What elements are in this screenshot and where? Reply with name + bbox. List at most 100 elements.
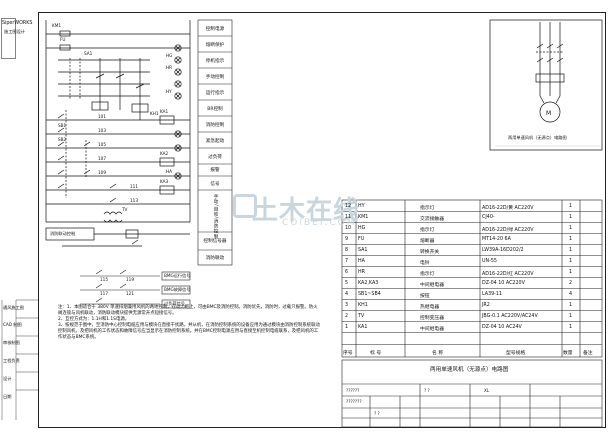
title-mark: XL [484,388,490,393]
bom-cell-name: 指示灯 [420,205,435,211]
component-label: SB2 [58,137,67,142]
indicator-lamps [174,44,182,180]
function-label: 控制信号器 [203,239,227,244]
bom-cell-qty: 1 [569,247,573,253]
component-label: KA3 [160,179,169,184]
bom-cell-name: 控制变压器 [420,315,444,321]
function-label: 消防控制 [205,123,225,128]
wire-number: 111 [130,184,138,189]
title-mark: ?????? [346,388,360,393]
margin-label: 审核制图 [3,340,20,345]
bom-cell-no: 8 [345,247,349,253]
bom-header: 备注 [583,351,593,356]
component-label: KM1 [52,23,62,28]
bom-cell-code: TV [358,313,365,319]
bom-cell-spec: AD16-22D/红 AC220V [482,271,534,277]
component-label: SB1 [58,123,67,128]
terminal-label: BMG运行信号 [164,273,191,278]
wire-number: 113 [130,198,138,203]
bom-cell-name: 指示灯 [420,271,435,277]
motor-symbol: M [546,110,551,117]
margin-label: 日期 [3,394,12,399]
fire-linkage-label: 消防联动控制 [50,231,76,236]
bom-cell-code: KA2,KA3 [358,280,379,286]
wire-number: 107 [98,156,106,161]
bom-table-grid [341,199,603,358]
bom-cell-no: 2 [345,313,349,319]
bom-cell-no: 5 [345,280,349,286]
terminal-area [80,269,191,309]
function-label: BR控制 [207,107,223,112]
function-label: 过负荷 [208,155,222,160]
component-label: FU [60,37,66,42]
component-label: KA1 [160,109,169,114]
bom-cell-no: 3 [345,302,349,308]
bom-cell-spec: DZ-04 10 AC220V [482,280,525,286]
component-label: HA [166,169,173,174]
bom-cell-no: 12 [345,203,352,209]
bom-cell-qty: 1 [569,236,573,242]
bom-cell-name: 熔断器 [420,238,435,244]
component-label: KH1 [150,111,159,116]
margin-label: CAD 制图 [3,322,22,327]
function-label: 报警 [210,168,220,173]
wire-number: 117 [100,291,108,296]
bom-cell-code: HR [358,269,365,275]
bom-cell-no: 7 [345,258,349,264]
note-line: 注：1、本图适合于 380V 单速排烟兼用风机的两地控制，在动力柜上，可由BMC… [58,305,318,316]
wire-number: 105 [98,142,106,147]
function-vertical-label: 手动/自动/消防控制 [213,194,218,239]
bom-cell-name: 交流接触器 [420,216,444,222]
bom-cell-qty: 1 [569,258,573,264]
component-label: HG [166,53,173,58]
function-label: 紧急起动 [205,139,225,144]
bom-cell-spec: JBG-0.1 AC220V/AC24V [482,313,538,319]
bom-cell-qty: 2 [569,280,573,286]
bom-cell-qty: 1 [569,225,573,231]
wire-number: 121 [126,291,134,296]
drawing-title: 两用单速风机（无源点）电路图 [430,367,509,373]
function-label: 停机指示 [205,59,225,64]
bom-cell-name: 中间继电器 [420,282,444,288]
component-label: HY [166,89,172,94]
bom-cell-name: 按钮 [420,293,430,299]
terminal-label: 过负荷信号 [164,301,185,306]
bom-header: 标 号 [370,351,382,356]
bom-cell-no: 1 [345,324,349,330]
bom-cell-name: 热继电器 [420,304,440,310]
bom-cell-code: HA [358,258,365,264]
bom-cell-name: 中间继电器 [420,326,444,332]
design-notes: 注：1、本图适合于 380V 单速排烟兼用风机的两地控制，在动力柜上，可由BMC… [58,305,320,341]
bom-header: 型号规格 [506,351,526,356]
bom-cell-qty: 1 [569,302,573,308]
control-schematic [45,20,191,247]
bom-header: 序号 [343,351,353,356]
bom-cell-code: KA1 [358,324,368,330]
component-label: TV [122,207,128,212]
bom-cell-qty: 1 [569,313,573,319]
brand-name: SiperWORKS [2,21,33,26]
bom-cell-qty: 4 [569,291,573,297]
bom-cell-qty: 1 [569,269,573,275]
wire-number: 109 [98,170,106,175]
function-label: 控制电源 [205,27,225,32]
title-mark: ? ? [374,411,380,416]
watermark-subtext: COIBEI.COM [282,218,357,228]
bom-cell-name: 电铃 [420,260,430,266]
bom-cell-spec: DZ-04 10 AC24V [482,324,522,330]
bom-cell-code: FU [358,236,365,242]
bom-cell-spec: AD16-22D/黄 AC220V [482,205,534,211]
watermark-text: 土木在线 [252,196,361,226]
bom-cell-spec: AD16-22D/绿 AC220V [482,227,534,233]
bom-cell-no: 10 [345,225,352,231]
component-label: SA1 [84,51,93,56]
title-block-grid [341,359,603,428]
margin-label: 通风施工图 [3,305,24,310]
drawing-frame [38,12,606,428]
bom-cell-no: 9 [345,236,349,242]
function-label: 熔断保护 [205,43,225,48]
margin-label: 设计 [3,376,12,381]
bom-cell-code: SB1~SB4 [358,291,381,297]
component-label: HR [166,65,173,70]
wire-number: 115 [100,277,108,282]
